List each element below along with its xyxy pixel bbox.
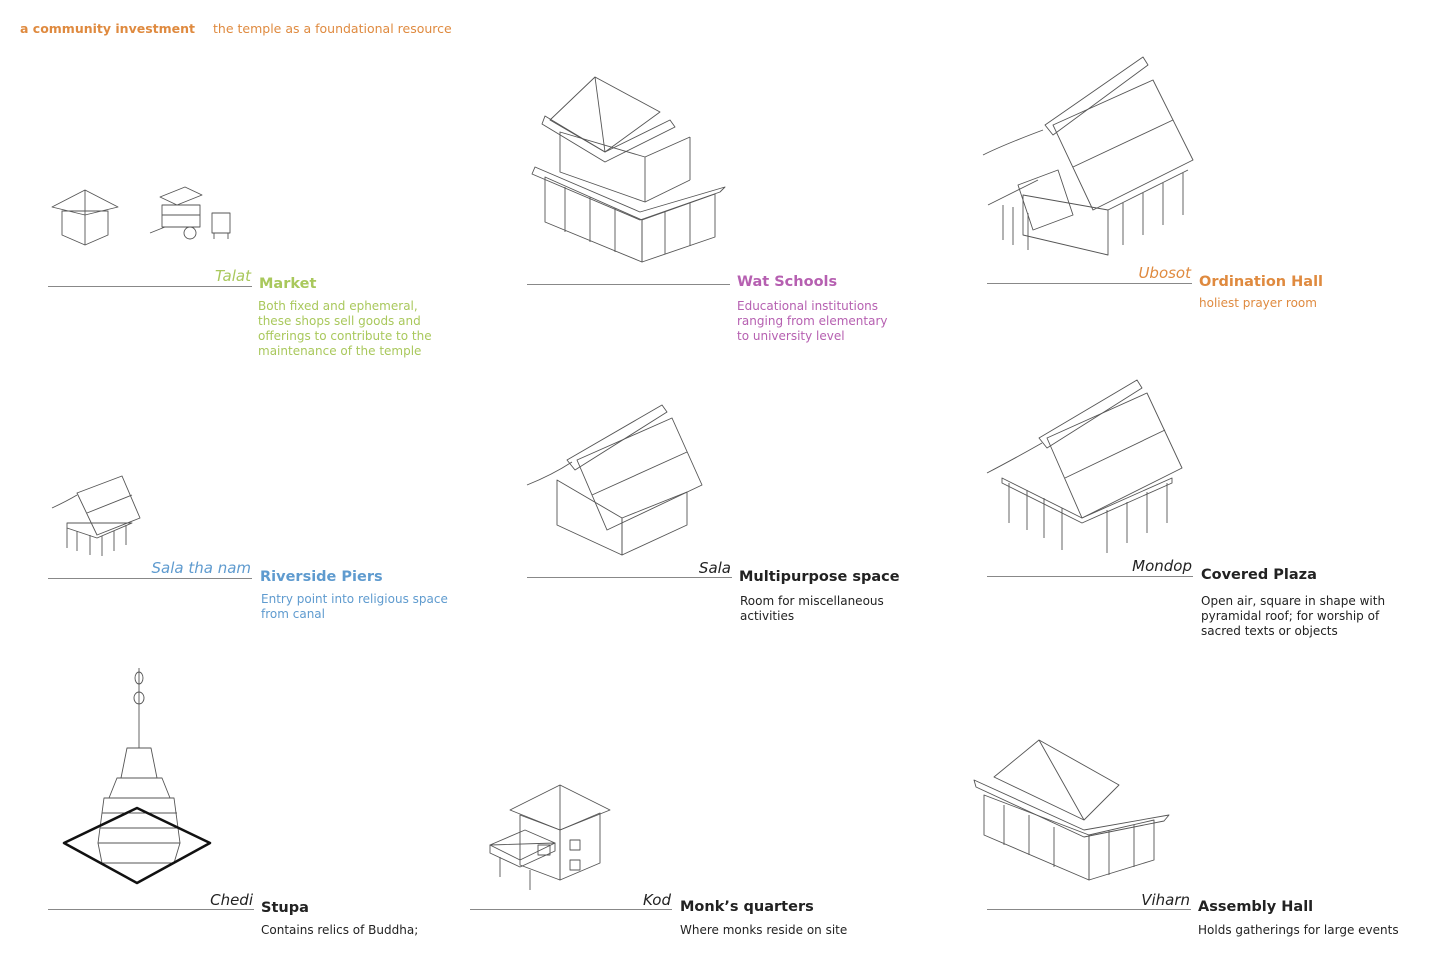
desc-monks-quarters: Where monks reside on site: [680, 923, 848, 937]
thai-label-viharn: Viharn: [1141, 891, 1190, 909]
title-riverside-piers: Riverside Piers: [260, 569, 383, 585]
divider-line: [48, 286, 252, 287]
title-wat-schools: Wat Schools: [737, 274, 838, 290]
divider-line: [470, 909, 672, 910]
thai-label-kod: Kod: [642, 891, 671, 909]
desc-wat-schools: Educational institutions ranging from el…: [737, 299, 888, 343]
thai-label-chedi: Chedi: [210, 891, 253, 909]
section-title: a community investment: [20, 21, 195, 36]
monks-quarters-illustration: [489, 784, 615, 899]
riverside-pier-illustration: [51, 473, 142, 562]
chedi-illustration: [62, 668, 212, 892]
market-stall-illustration: [50, 185, 240, 249]
divider-line: [987, 576, 1193, 577]
divider-line: [987, 909, 1191, 910]
title-covered-plaza: Covered Plaza: [1201, 567, 1317, 583]
thai-label-ubosot: Ubosot: [1138, 264, 1191, 282]
divider-line: [527, 284, 730, 285]
divider-line: [987, 283, 1192, 284]
ordination-hall-illustration: [982, 55, 1213, 259]
thai-label-sala: Sala: [698, 559, 731, 577]
desc-ordination-hall: holiest prayer room: [1199, 296, 1317, 310]
title-assembly-hall: Assembly Hall: [1198, 899, 1314, 915]
divider-line: [48, 909, 254, 910]
title-monks-quarters: Monk’s quarters: [680, 899, 814, 915]
divider-line: [527, 577, 732, 578]
viharn-illustration: [973, 735, 1174, 894]
title-stupa: Stupa: [261, 900, 309, 916]
thai-label-sala-tha-nam: Sala tha nam: [151, 559, 252, 577]
thai-label-talat: Talat: [214, 267, 251, 285]
wat-school-illustration: [530, 72, 730, 271]
desc-covered-plaza: Open air, square in shape with pyramidal…: [1201, 594, 1386, 638]
desc-stupa: Contains relics of Buddha;: [261, 923, 419, 937]
desc-multipurpose-space: Room for miscellaneous activities: [740, 594, 884, 623]
title-multipurpose-space: Multipurpose space: [739, 569, 900, 585]
desc-riverside-piers: Entry point into religious space from ca…: [261, 592, 448, 621]
divider-line: [48, 578, 252, 579]
title-ordination-hall: Ordination Hall: [1199, 274, 1324, 290]
desc-market: Both fixed and ephemeral, these shops se…: [258, 299, 432, 358]
mondop-illustration: [986, 378, 1187, 562]
thai-label-mondop: Mondop: [1132, 557, 1192, 575]
sala-illustration: [526, 400, 707, 564]
section-subtitle: the temple as a foundational resource: [213, 21, 452, 36]
desc-assembly-hall: Holds gatherings for large events: [1198, 923, 1399, 937]
title-market: Market: [259, 276, 317, 292]
